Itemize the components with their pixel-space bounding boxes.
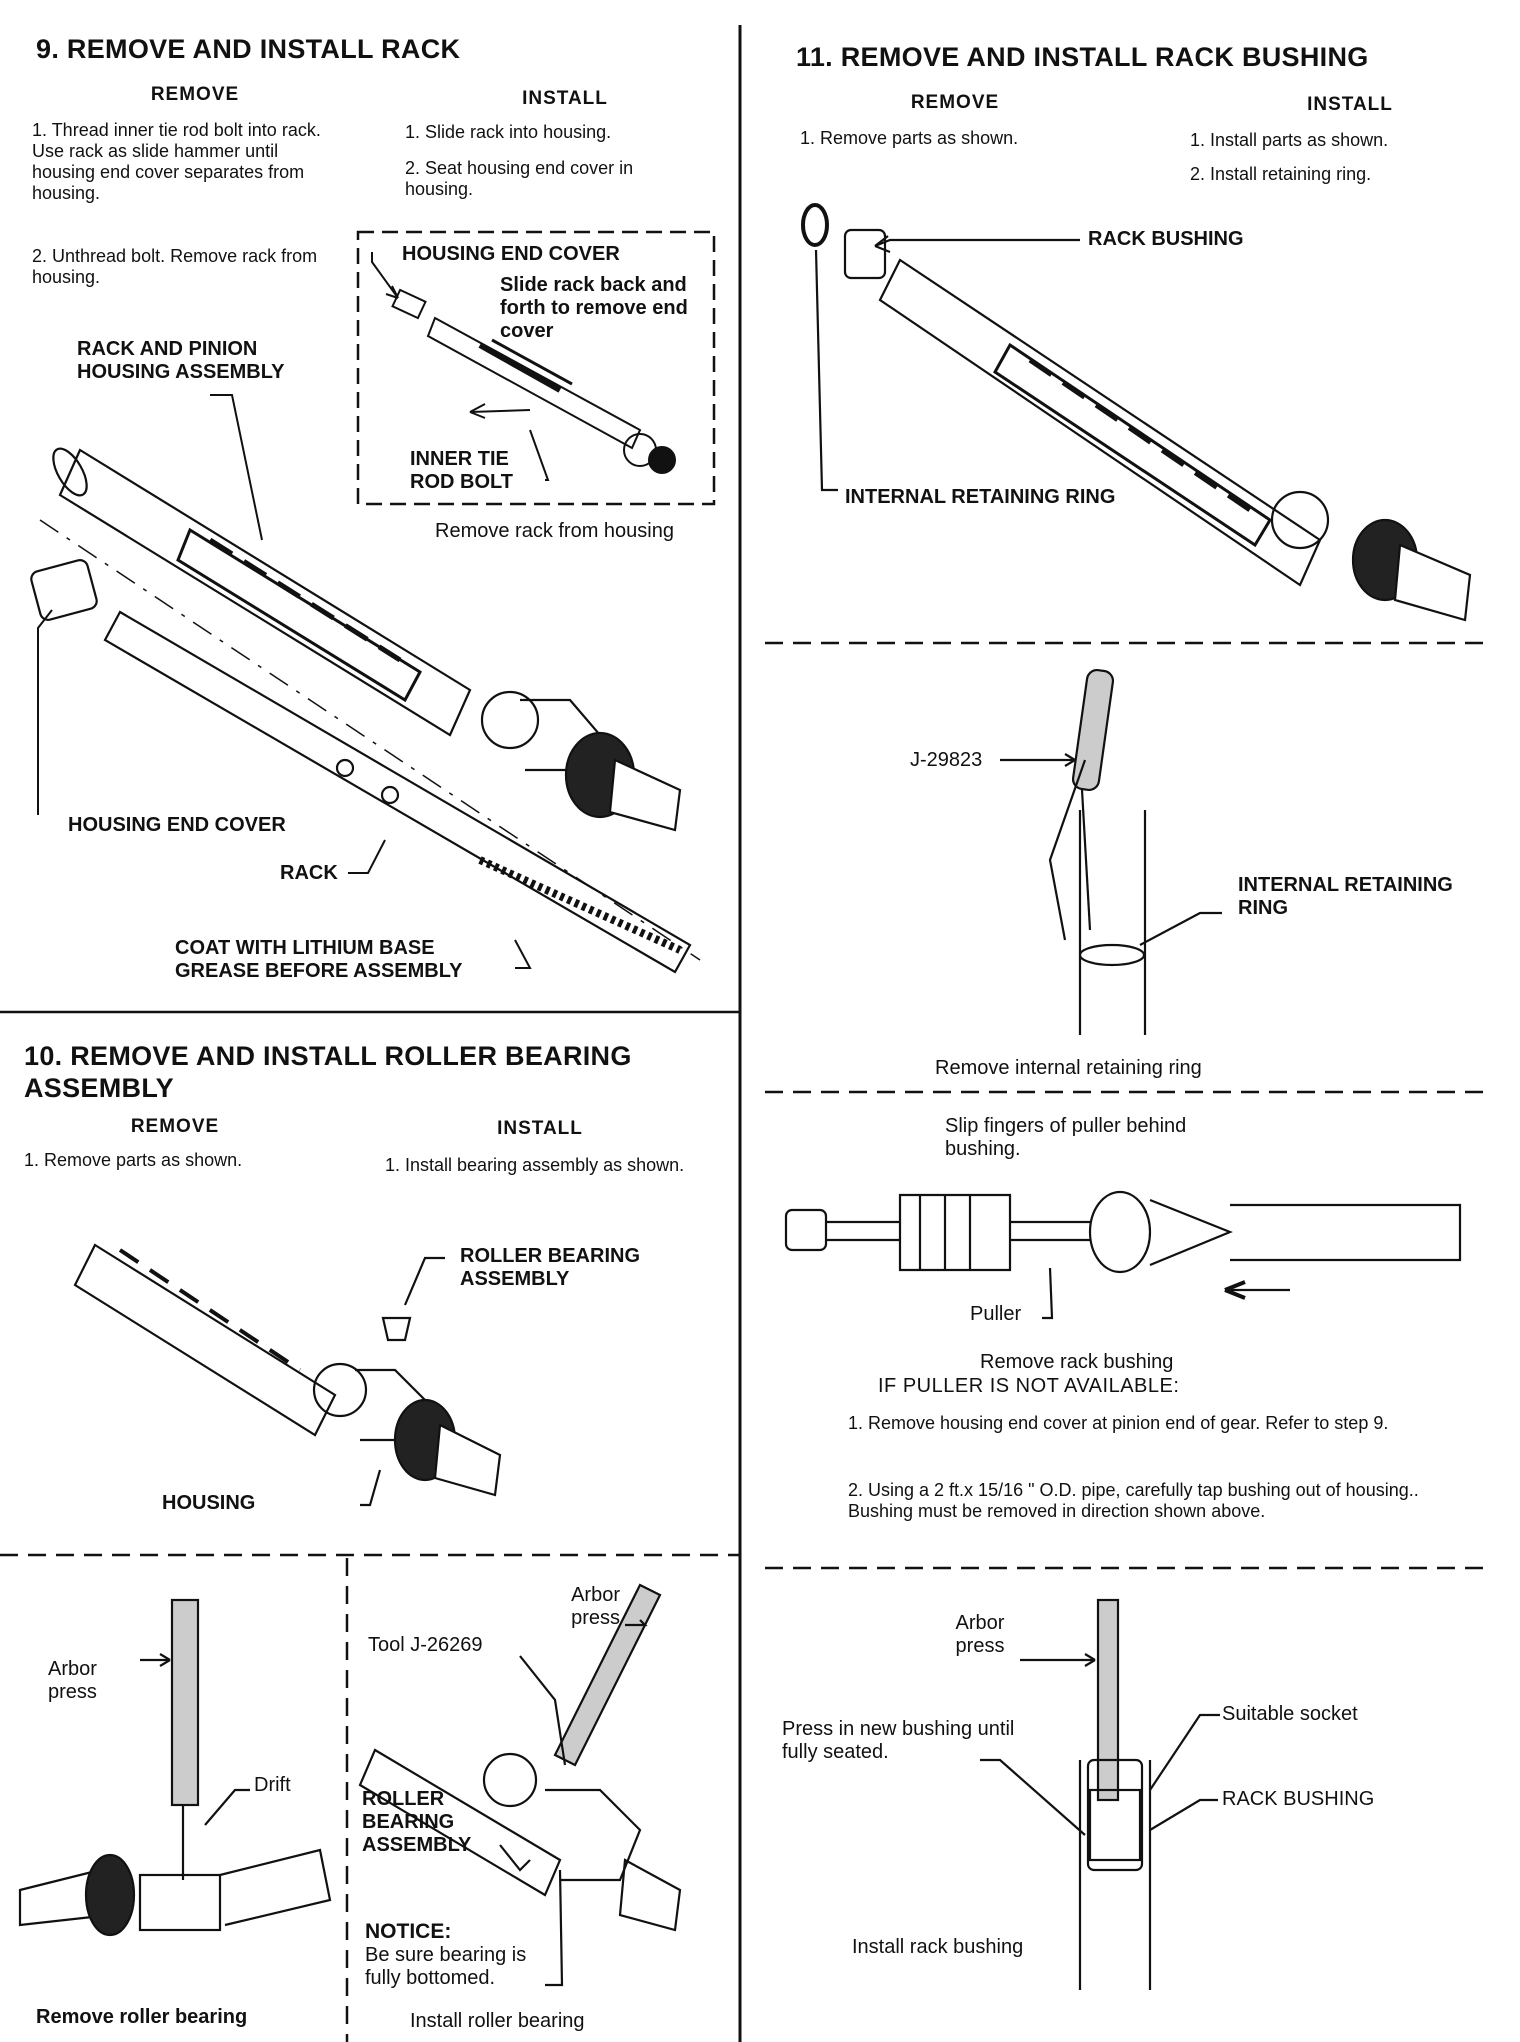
arbor-press-remove-drawing <box>18 1598 332 1937</box>
puller-note: Slip fingers of puller behind bushing. <box>945 1115 1187 1160</box>
sec9-install-step-2: 2. Seat housing end cover in housing. <box>405 158 634 199</box>
inset-note: Slide rack back and forth to remove end … <box>500 274 688 342</box>
sec9-remove-step-2: 2. Unthread bolt. Remove rack from housi… <box>32 246 318 287</box>
notice-text: Be sure bearing is fully bottomed. <box>365 1944 527 1989</box>
alt-step-1: 1. Remove housing end cover at pinion en… <box>848 1413 1389 1433</box>
press-install-bushing-drawing <box>980 1598 1220 1990</box>
caption-install-bushing: Install rack bushing <box>852 1936 1024 1958</box>
install-roller-bearing-caption: Install roller bearing <box>410 2010 585 2032</box>
press-note: Press in new bushing until fully seated. <box>782 1718 1015 1763</box>
socket-label: Suitable socket <box>1222 1703 1358 1725</box>
label-housing: HOUSING <box>162 1492 256 1514</box>
inset-rack-drawing <box>371 252 676 481</box>
label-rack: RACK <box>280 862 338 884</box>
sec11-remove-heading: REMOVE <box>910 92 1000 113</box>
caption-remove-ring: Remove internal retaining ring <box>935 1057 1202 1079</box>
rack-bushing-drawing <box>801 203 1472 622</box>
sec10-title: 10. REMOVE AND INSTALL ROLLER BEARING AS… <box>24 1041 632 1103</box>
sec9-install-heading: INSTALL <box>522 88 608 109</box>
sec9-leaders <box>37 394 532 969</box>
press-label: Arbor press <box>955 1612 1005 1657</box>
right-roller-bearing-label: ROLLER BEARING ASSEMBLY <box>362 1788 472 1856</box>
sec9-remove-heading: REMOVE <box>150 84 240 105</box>
sec10-remove-step: 1. Remove parts as shown. <box>24 1150 243 1170</box>
tool-j26269-label: Tool J-26269 <box>368 1634 483 1656</box>
rack-housing-drawing <box>30 447 701 974</box>
inset-box <box>356 230 716 506</box>
drift-label: Drift <box>254 1774 291 1796</box>
alt-heading: IF PULLER IS NOT AVAILABLE: <box>878 1375 1180 1397</box>
label-roller-bearing-assembly: ROLLER BEARING ASSEMBLY <box>460 1245 640 1290</box>
arbor-press-install-drawing <box>358 1583 682 1987</box>
rack-bushing-label-2: RACK BUSHING <box>1222 1788 1375 1810</box>
notice-heading: NOTICE: <box>365 1920 452 1943</box>
label-housing-end-cover: HOUSING END COVER <box>68 814 286 836</box>
right-arbor-press-label: Arbor press <box>571 1584 620 1629</box>
ring-tool-drawing <box>1000 668 1222 1035</box>
puller-label: Puller <box>970 1303 1022 1325</box>
sec10-remove-heading: REMOVE <box>130 1116 220 1137</box>
roller-bearing-drawing <box>73 1243 502 1507</box>
sec10-install-step: 1. Install bearing assembly as shown. <box>385 1155 685 1175</box>
sec9-install-step-1: 1. Slide rack into housing. <box>405 122 612 142</box>
sec11-remove-step: 1. Remove parts as shown. <box>800 128 1019 148</box>
label-rack-bushing: RACK BUSHING <box>1088 228 1244 250</box>
inset-label-inner-tie-rod-bolt: INNER TIE ROD BOLT <box>410 448 513 493</box>
remove-roller-bearing-caption: Remove roller bearing <box>36 2006 248 2028</box>
sec11-install-heading: INSTALL <box>1307 94 1393 115</box>
sec9-title: 9. REMOVE AND INSTALL RACK <box>36 34 461 64</box>
caption-remove-bushing: Remove rack bushing <box>980 1351 1174 1373</box>
sec11-install-step-1: 1. Install parts as shown. <box>1190 130 1389 150</box>
tool-j29823-label: J-29823 <box>910 749 983 771</box>
sec9-remove-step-1: 1. Thread inner tie rod bolt into rack. … <box>32 120 321 203</box>
label-internal-retaining-ring: INTERNAL RETAINING RING <box>845 486 1116 508</box>
label-grease: COAT WITH LITHIUM BASE GREASE BEFORE ASS… <box>175 937 463 982</box>
puller-drawing <box>784 1190 1462 1320</box>
inset-caption: Remove rack from housing <box>435 520 674 542</box>
label-rack-pinion-housing: RACK AND PINION HOUSING ASSEMBLY <box>77 338 285 383</box>
sec11-title: 11. REMOVE AND INSTALL RACK BUSHING <box>796 42 1369 72</box>
alt-step-2: 2. Using a 2 ft.x 15/16 " O.D. pipe, car… <box>848 1480 1419 1521</box>
left-arbor-press-label: Arbor press <box>48 1658 97 1703</box>
sec11-install-step-2: 2. Install retaining ring. <box>1190 164 1372 184</box>
label-internal-retaining-ring-2: INTERNAL RETAINING RING <box>1238 874 1453 919</box>
inset-label-housing-end-cover: HOUSING END COVER <box>402 243 620 265</box>
sec10-install-heading: INSTALL <box>497 1118 583 1139</box>
